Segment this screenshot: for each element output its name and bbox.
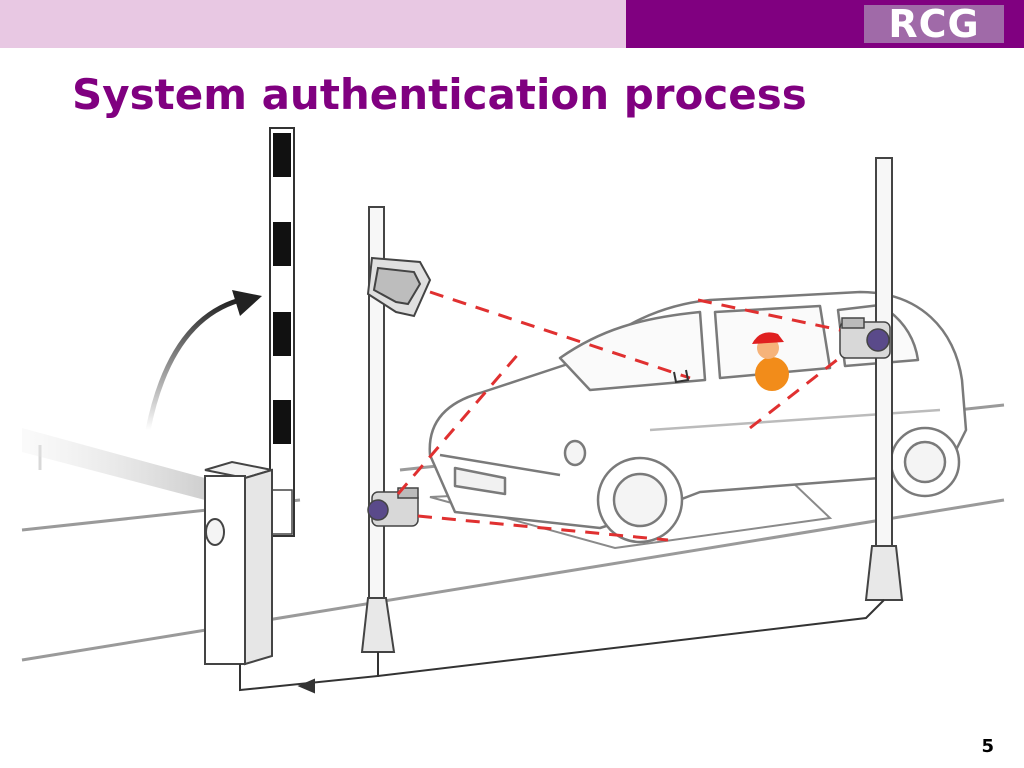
slide-title: System authentication process bbox=[72, 70, 807, 119]
camera-front bbox=[367, 487, 419, 527]
barrier-control-box bbox=[204, 460, 273, 666]
lowered-barrier-arm bbox=[22, 428, 205, 500]
display-screen bbox=[366, 256, 432, 318]
camera-rear bbox=[839, 317, 891, 359]
sensing-lines bbox=[396, 290, 843, 542]
header-band-light bbox=[0, 0, 626, 48]
boom-barrier bbox=[269, 127, 295, 537]
windshield-sensor bbox=[673, 369, 690, 384]
driver-icon bbox=[752, 332, 789, 391]
ground-wiring bbox=[239, 599, 885, 694]
page-number: 5 bbox=[981, 736, 994, 757]
rcg-logo: RCG bbox=[864, 5, 1004, 43]
barrier-motion-arrow bbox=[145, 290, 262, 431]
authentication-illustration bbox=[21, 127, 1005, 694]
